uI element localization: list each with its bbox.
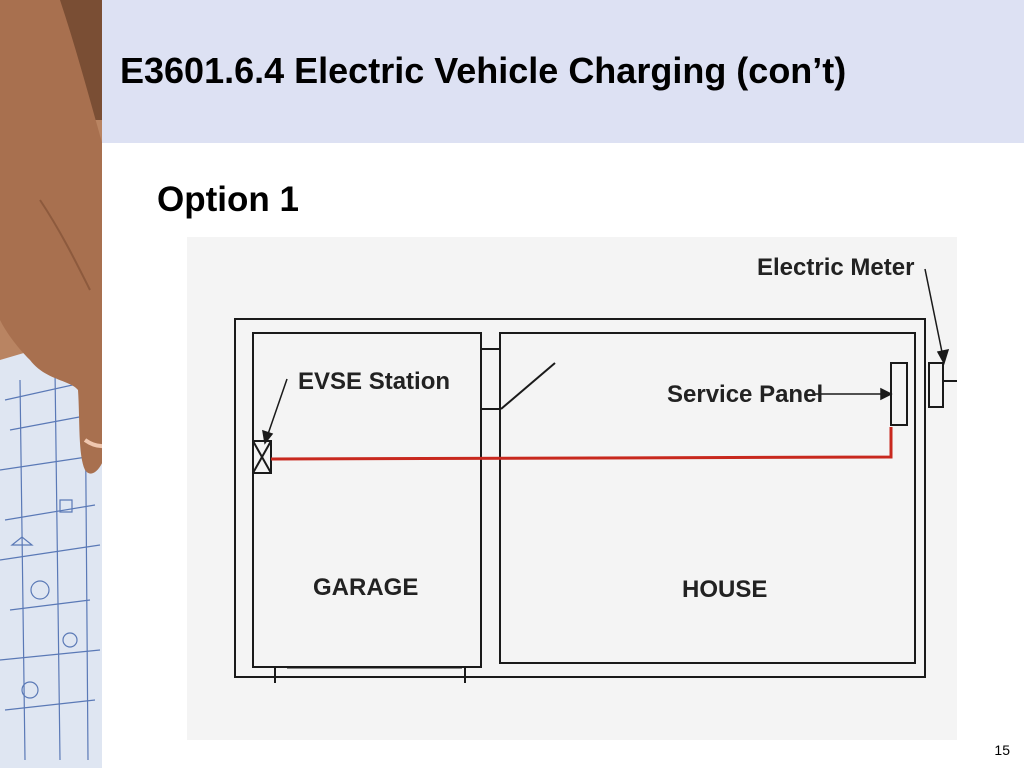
panel-arrow-head <box>880 387 893 401</box>
page-number: 15 <box>994 742 1010 758</box>
door-swing <box>500 362 556 410</box>
evse-arrow-head <box>262 429 274 445</box>
outer-wall <box>234 318 926 678</box>
title-band <box>102 0 1024 143</box>
garage-label: GARAGE <box>313 574 418 601</box>
service-panel-label: Service Panel <box>667 381 823 408</box>
house-room <box>499 332 916 664</box>
option-subtitle: Option 1 <box>157 180 299 219</box>
meter-arrow-head <box>936 349 950 365</box>
service-panel-box <box>890 362 908 426</box>
hand-on-blueprint-photo <box>0 0 102 768</box>
electric-meter-box <box>928 362 944 408</box>
ev-charging-floor-plan: Electric Meter EVSE Station Service Pane… <box>187 237 957 740</box>
slide-title: E3601.6.4 Electric Vehicle Charging (con… <box>120 50 847 91</box>
circuit-wire <box>270 427 893 461</box>
evse-station-label: EVSE Station <box>298 368 450 395</box>
house-label: HOUSE <box>682 576 767 603</box>
diagram-background <box>187 237 957 740</box>
electric-meter-label: Electric Meter <box>757 254 914 281</box>
garage-room <box>252 332 482 668</box>
